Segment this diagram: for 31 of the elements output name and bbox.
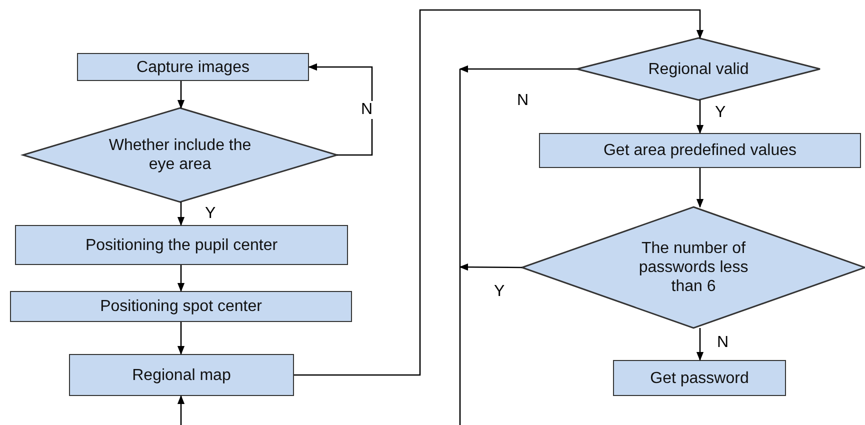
arrow <box>696 100 704 134</box>
process-box <box>69 354 294 396</box>
step-label: Get area predefined values <box>603 141 796 160</box>
arrow <box>177 265 185 292</box>
step-label: Regional valid <box>648 60 749 78</box>
step-label: The number of passwords less than 6 <box>638 239 750 296</box>
arrow <box>177 322 185 355</box>
decision-diamond <box>577 38 820 100</box>
decision-diamond <box>23 108 337 202</box>
step-label: Regional map <box>132 366 231 384</box>
step-label: Get password <box>650 368 749 388</box>
arrow <box>177 81 185 109</box>
step-label: Positioning the pupil center <box>85 236 278 254</box>
process-box <box>15 225 348 265</box>
step-label: Capture images <box>136 58 250 76</box>
arrow <box>696 168 704 208</box>
edge-label: N <box>360 101 374 119</box>
arrow <box>308 63 373 156</box>
arrow <box>459 65 577 73</box>
step-label: Whether include the eye area <box>108 136 252 174</box>
arrow <box>459 263 522 271</box>
arrow <box>294 9 704 376</box>
step-label: Positioning spot center <box>100 297 262 316</box>
arrow <box>696 328 704 361</box>
decision-diamond <box>522 207 865 328</box>
process-box <box>613 360 786 396</box>
arrow <box>177 395 185 425</box>
process-box <box>539 133 861 168</box>
arrow <box>177 202 185 226</box>
process-box <box>77 53 309 81</box>
process-box <box>10 291 352 322</box>
